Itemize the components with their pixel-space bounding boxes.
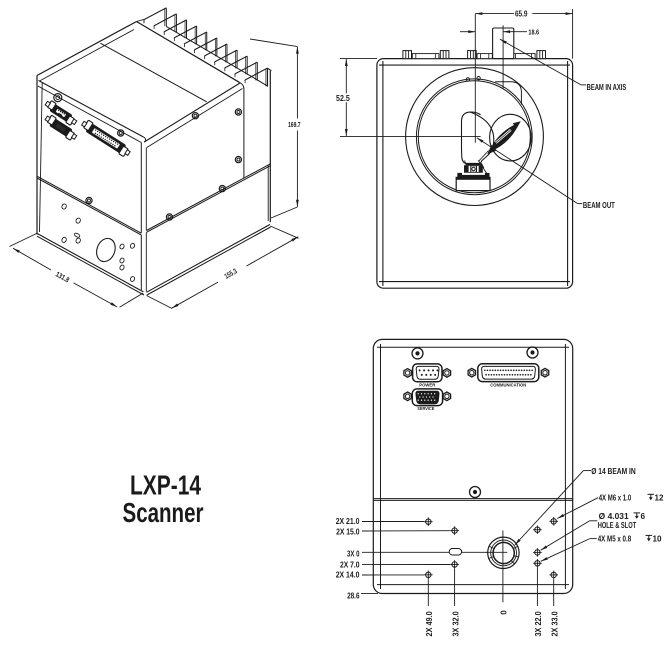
svg-text:4X M6 x 1.0: 4X M6 x 1.0 [599, 493, 632, 502]
svg-text:52.5: 52.5 [336, 94, 350, 103]
svg-text:Ø 4.031: Ø 4.031 [599, 512, 629, 521]
svg-text:COMMUNICATION: COMMUNICATION [490, 382, 526, 388]
svg-text:10: 10 [653, 534, 662, 543]
svg-text:2X 21.0: 2X 21.0 [336, 517, 360, 526]
svg-text:BEAM IN AXIS: BEAM IN AXIS [587, 82, 627, 92]
svg-text:65.9: 65.9 [515, 10, 528, 19]
svg-text:SERVICE: SERVICE [417, 406, 435, 412]
svg-text:Ø 14 BEAM IN: Ø 14 BEAM IN [591, 467, 636, 476]
svg-text:2X 33.0: 2X 33.0 [549, 611, 559, 637]
svg-text:6: 6 [641, 512, 646, 521]
svg-text:BEAM OUT: BEAM OUT [583, 200, 616, 210]
svg-text:3X 0: 3X 0 [347, 549, 360, 558]
svg-text:0: 0 [499, 610, 508, 615]
svg-text:4X M5 x 0.8: 4X M5 x 0.8 [598, 534, 632, 543]
svg-text:2X 49.0: 2X 49.0 [424, 611, 434, 637]
svg-text:169.7: 169.7 [288, 120, 301, 129]
svg-text:LXP-14: LXP-14 [130, 470, 201, 501]
svg-text:2X 14.0: 2X 14.0 [336, 571, 360, 580]
svg-text:28.6: 28.6 [347, 591, 360, 600]
svg-text:2X 15.0: 2X 15.0 [336, 528, 360, 537]
svg-text:2X 7.0: 2X 7.0 [340, 560, 360, 569]
svg-text:18.6: 18.6 [528, 27, 539, 36]
svg-text:12: 12 [655, 493, 664, 502]
svg-text:3X 22.0: 3X 22.0 [533, 611, 543, 637]
svg-text:3X 32.0: 3X 32.0 [450, 611, 460, 637]
svg-text:HOLE & SLOT: HOLE & SLOT [598, 521, 637, 530]
svg-text:Scanner: Scanner [123, 497, 204, 528]
svg-text:POWER: POWER [419, 382, 435, 388]
